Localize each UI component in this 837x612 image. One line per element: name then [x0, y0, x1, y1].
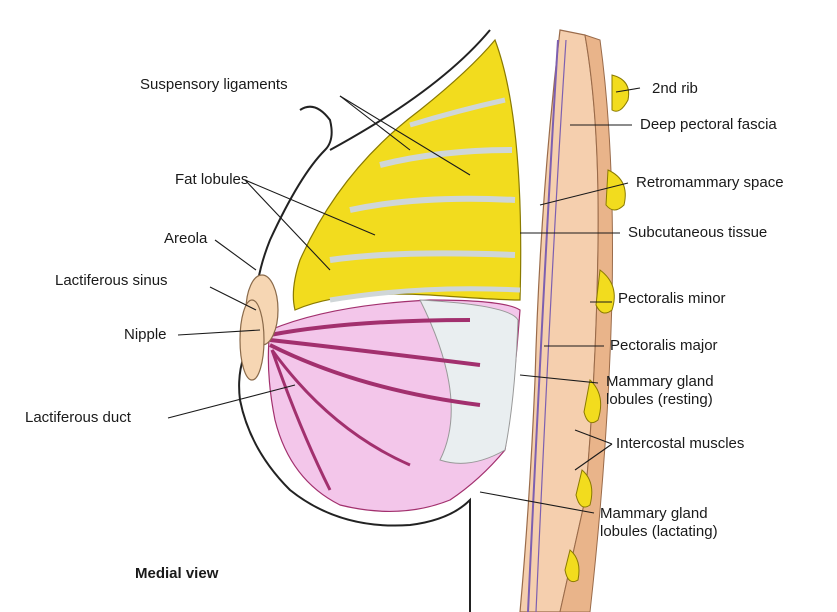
label-areola: Areola [164, 230, 207, 248]
label-mammary-lactating-line1: Mammary gland [600, 505, 718, 523]
label-fat-lobules: Fat lobules [175, 171, 248, 189]
label-nipple: Nipple [124, 326, 167, 344]
label-pectoralis-minor: Pectoralis minor [618, 290, 726, 308]
label-subcutaneous-tissue: Subcutaneous tissue [628, 224, 767, 242]
label-intercostal-muscles: Intercostal muscles [616, 435, 744, 453]
label-2nd-rib: 2nd rib [652, 80, 698, 98]
label-medial-view: Medial view [135, 565, 218, 583]
label-deep-pectoral-fascia: Deep pectoral fascia [640, 116, 777, 134]
label-mammary-lactating-line2: lobules (lactating) [600, 523, 718, 541]
label-mammary-resting-line2: lobules (resting) [606, 391, 714, 409]
label-suspensory-ligaments: Suspensory ligaments [140, 76, 288, 94]
label-mammary-lactating: Mammary gland lobules (lactating) [600, 505, 718, 541]
fat-region [293, 40, 520, 310]
label-mammary-resting: Mammary gland lobules (resting) [606, 373, 714, 409]
label-pectoralis-major: Pectoralis major [610, 337, 718, 355]
label-lactiferous-sinus: Lactiferous sinus [55, 272, 168, 290]
gland-region [268, 300, 520, 511]
label-lactiferous-duct: Lactiferous duct [25, 409, 131, 427]
label-retromammary-space: Retromammary space [636, 174, 784, 192]
label-mammary-resting-line1: Mammary gland [606, 373, 714, 391]
